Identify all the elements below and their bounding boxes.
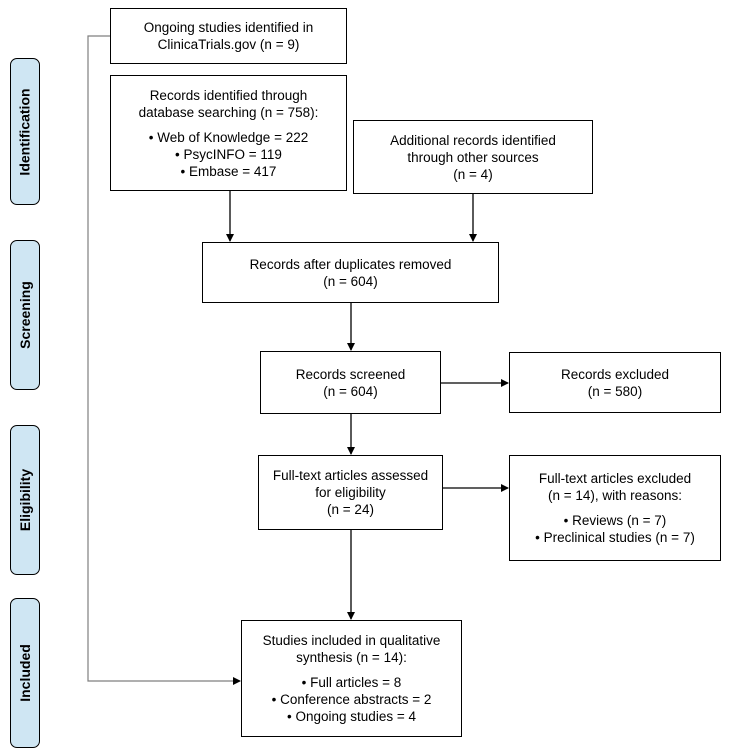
ongoing-line-2: ClinicaTrials.gov (n = 9) — [157, 37, 300, 52]
fulltext-line-2: for eligibility — [315, 485, 386, 500]
stage-screening-label: Screening — [17, 281, 34, 349]
ongoing-line-1: Ongoing studies identified in — [143, 20, 314, 35]
stage-eligibility: Eligibility — [10, 425, 40, 575]
additional-line-1: Additional records identified — [390, 132, 556, 148]
database-item-psycinfo: • PsycINFO = 119 — [175, 146, 282, 162]
ongoing-to-included-line — [87, 35, 241, 685]
screened-line-2: (n = 604) — [323, 383, 378, 399]
excluded-line-1: Records excluded — [560, 366, 670, 382]
database-item-web-of-knowledge: • Web of Knowledge = 222 — [148, 129, 309, 145]
database-line-2: database searching (n = 758): — [138, 104, 319, 120]
included-line-2: synthesis (n = 14): — [296, 650, 407, 665]
screened-line-1: Records screened — [295, 366, 406, 382]
records-excluded-box: Records excluded (n = 580) — [509, 352, 721, 413]
additional-line-3: (n = 4) — [453, 166, 493, 182]
fulltext-excluded-line-2: (n = 14), with reasons: — [548, 488, 682, 503]
fulltext-line-3: (n = 24) — [327, 502, 374, 517]
duplicates-removed-box: Records after duplicates removed (n = 60… — [202, 242, 499, 303]
studies-included-box: Studies included in qualitative synthesi… — [241, 620, 462, 737]
database-item-embase: • Embase = 417 — [180, 163, 277, 179]
duplicates-line-1: Records after duplicates removed — [249, 256, 452, 272]
ongoing-studies-box: Ongoing studies identified in ClinicaTri… — [110, 8, 347, 64]
included-item-ongoing-studies: • Ongoing studies = 4 — [287, 709, 416, 724]
fulltext-assessed-box: Full-text articles assessed for eligibil… — [258, 455, 443, 530]
stage-screening: Screening — [10, 240, 40, 390]
fulltext-excluded-line-1: Full-text articles excluded — [538, 471, 692, 486]
records-screened-box: Records screened (n = 604) — [260, 351, 441, 414]
stage-identification-label: Identification — [17, 87, 33, 176]
database-line-1: Records identified through — [149, 87, 308, 103]
stage-identification: Identification — [10, 58, 40, 205]
included-item-full-articles: • Full articles = 8 — [301, 675, 402, 690]
database-records-box: Records identified through database sear… — [110, 75, 347, 191]
excluded-line-2: (n = 580) — [587, 383, 643, 399]
included-line-1: Studies included in qualitative — [262, 633, 441, 648]
fulltext-excluded-box: Full-text articles excluded (n = 14), wi… — [509, 455, 721, 561]
fulltext-excluded-item-reviews: • Reviews (n = 7) — [563, 513, 667, 528]
additional-records-box: Additional records identified through ot… — [353, 120, 593, 194]
included-item-conference-abstracts: • Conference abstracts = 2 — [271, 692, 432, 707]
fulltext-line-1: Full-text articles assessed — [272, 468, 429, 483]
additional-line-2: through other sources — [407, 149, 539, 165]
duplicates-line-2: (n = 604) — [323, 273, 378, 289]
stage-eligibility-label: Eligibility — [17, 468, 34, 532]
stage-included-label: Included — [17, 644, 33, 702]
fulltext-excluded-item-preclinical: • Preclinical studies (n = 7) — [535, 530, 695, 545]
stage-included: Included — [10, 598, 40, 748]
